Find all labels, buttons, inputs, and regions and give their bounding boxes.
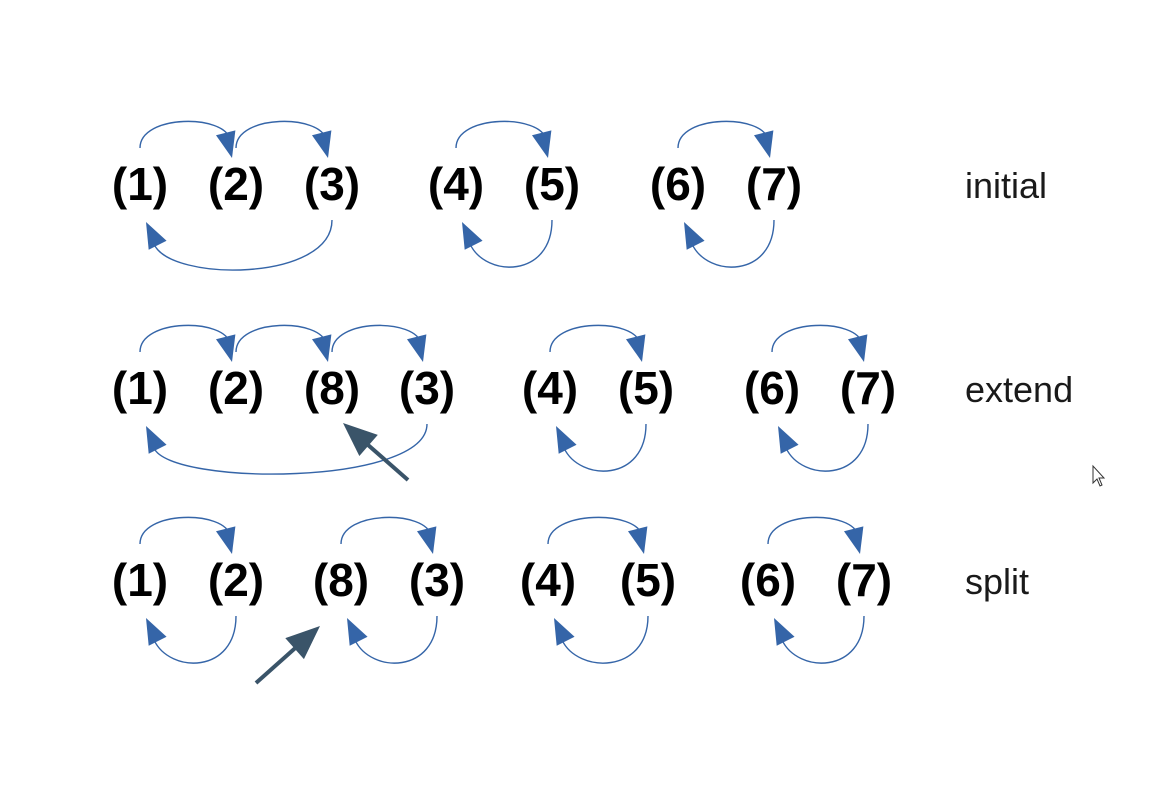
node-2: (2) bbox=[208, 158, 264, 210]
edge-arrowhead bbox=[146, 618, 167, 646]
return-edge bbox=[781, 615, 865, 664]
forward-edge bbox=[547, 516, 643, 545]
return-edge bbox=[561, 615, 649, 664]
node-6: (6) bbox=[650, 158, 706, 210]
return-edge bbox=[153, 423, 428, 475]
cycle-3 bbox=[547, 516, 649, 664]
node-4: (4) bbox=[522, 362, 578, 414]
edge-arrowhead bbox=[416, 526, 437, 554]
edge-arrowhead bbox=[627, 526, 648, 554]
edge-arrowhead bbox=[462, 222, 483, 250]
row-labels-layer: initial extend split bbox=[965, 165, 1073, 602]
forward-edge bbox=[340, 516, 432, 545]
node-1: (1) bbox=[112, 158, 168, 210]
edge-arrowhead bbox=[215, 526, 236, 554]
return-edge bbox=[354, 615, 438, 664]
node-4: (4) bbox=[428, 158, 484, 210]
return-edge bbox=[153, 615, 237, 664]
pointer-arrowhead bbox=[285, 626, 320, 660]
nodes-layer: (1) (2) (3) (4) (5) (6) (7) (1) (2) (8) (3) (4) (5) (… bbox=[112, 158, 896, 606]
pointer-arrow-icon bbox=[343, 423, 410, 482]
node-5: (5) bbox=[524, 158, 580, 210]
node-3: (3) bbox=[399, 362, 455, 414]
pointer-arrows-layer bbox=[254, 423, 410, 685]
node-2: (2) bbox=[208, 362, 264, 414]
return-edge bbox=[469, 219, 553, 268]
edge-arrowhead bbox=[406, 334, 427, 362]
node-8: (8) bbox=[313, 554, 369, 606]
cycle-3 bbox=[771, 324, 869, 472]
node-7: (7) bbox=[746, 158, 802, 210]
pointer-arrowhead bbox=[343, 423, 378, 456]
forward-edge bbox=[767, 516, 859, 545]
forward-edge bbox=[455, 120, 547, 149]
cycle-2 bbox=[455, 120, 553, 268]
node-8: (8) bbox=[304, 362, 360, 414]
cycle-4 bbox=[767, 516, 865, 664]
node-5: (5) bbox=[620, 554, 676, 606]
edge-arrowhead bbox=[146, 426, 167, 454]
node-3: (3) bbox=[409, 554, 465, 606]
edge-arrowhead bbox=[347, 618, 368, 646]
node-2: (2) bbox=[208, 554, 264, 606]
edge-arrowhead bbox=[215, 130, 236, 158]
node-4: (4) bbox=[520, 554, 576, 606]
forward-edge bbox=[771, 324, 863, 353]
cycle-2 bbox=[340, 516, 438, 664]
cycle-1 bbox=[139, 516, 237, 664]
edge-arrowhead bbox=[215, 334, 236, 362]
edge-arrowhead bbox=[531, 130, 552, 158]
edge-arrowhead bbox=[684, 222, 705, 250]
return-edge bbox=[153, 219, 333, 271]
edge-arrowhead bbox=[554, 618, 575, 646]
edges-layer bbox=[139, 120, 869, 664]
cycle-1 bbox=[139, 324, 428, 475]
cycle-1 bbox=[139, 120, 333, 271]
node-5: (5) bbox=[618, 362, 674, 414]
edge-arrowhead bbox=[774, 618, 795, 646]
forward-edge bbox=[139, 516, 231, 545]
forward-edge bbox=[677, 120, 769, 149]
edge-arrowhead bbox=[556, 426, 577, 454]
node-3: (3) bbox=[304, 158, 360, 210]
forward-edge bbox=[139, 324, 231, 353]
node-1: (1) bbox=[112, 362, 168, 414]
edge-arrowhead bbox=[753, 130, 774, 158]
edge-arrowhead bbox=[625, 334, 646, 362]
edge-arrowhead bbox=[843, 526, 864, 554]
forward-edge bbox=[549, 324, 641, 353]
return-edge bbox=[691, 219, 775, 268]
edge-arrowhead bbox=[146, 222, 167, 250]
forward-edge bbox=[139, 120, 231, 149]
cycle-2 bbox=[549, 324, 647, 472]
row-label-split: split bbox=[965, 561, 1029, 602]
node-1: (1) bbox=[112, 554, 168, 606]
mouse-cursor-icon bbox=[1092, 464, 1106, 487]
return-edge bbox=[563, 423, 647, 472]
node-7: (7) bbox=[836, 554, 892, 606]
node-6: (6) bbox=[740, 554, 796, 606]
edge-arrowhead bbox=[847, 334, 868, 362]
row-label-initial: initial bbox=[965, 165, 1047, 206]
forward-edge bbox=[235, 324, 327, 353]
edge-arrowhead bbox=[778, 426, 799, 454]
cycle-3 bbox=[677, 120, 775, 268]
edge-arrowhead bbox=[311, 334, 332, 362]
node-7: (7) bbox=[840, 362, 896, 414]
node-6: (6) bbox=[744, 362, 800, 414]
pointer-arrow-icon bbox=[254, 626, 320, 685]
row-label-extend: extend bbox=[965, 369, 1073, 410]
forward-edge bbox=[235, 120, 327, 149]
edge-arrowhead bbox=[311, 130, 332, 158]
forward-edge bbox=[331, 324, 422, 353]
return-edge bbox=[785, 423, 869, 472]
